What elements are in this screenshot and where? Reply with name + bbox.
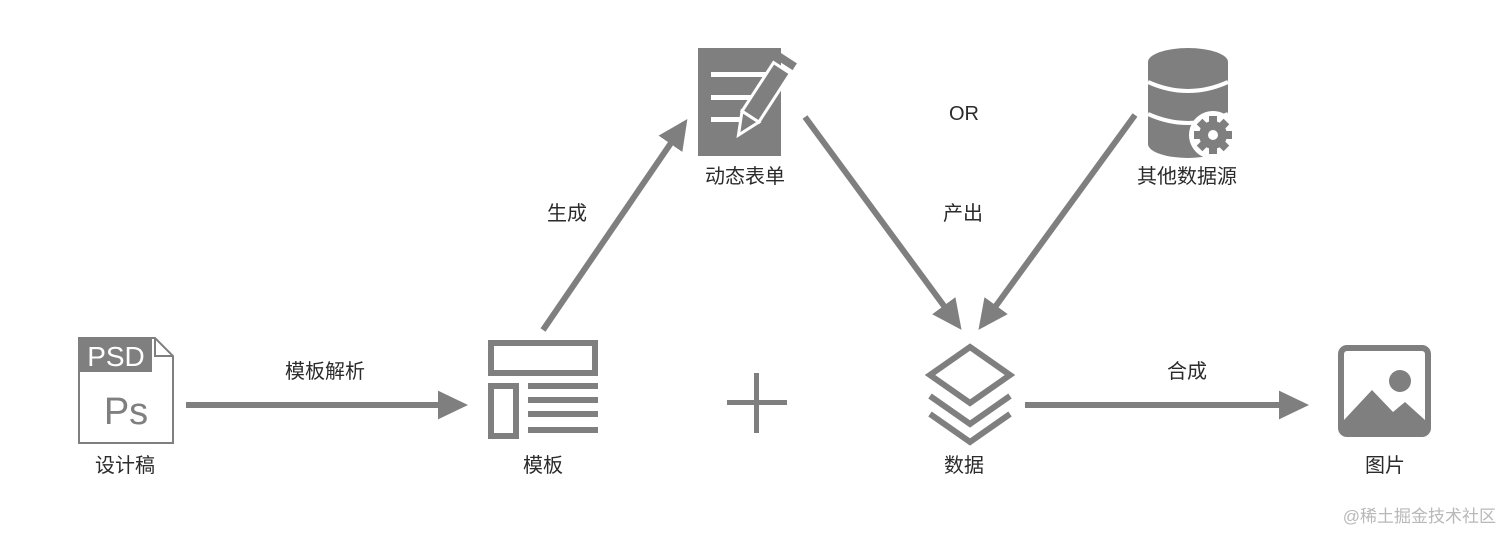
node-label-template: 模板 — [523, 454, 563, 477]
edge-label-generate: 生成 — [547, 202, 587, 225]
database-gear-icon — [1147, 48, 1237, 159]
plus-icon — [727, 373, 787, 433]
arrow-generate — [540, 119, 688, 332]
image-icon — [1338, 345, 1431, 437]
edge-label-produce: 产出 — [943, 202, 983, 225]
node-label-form: 动态表单 — [705, 165, 785, 188]
arrow-other-sources — [978, 113, 1138, 330]
template-layout-icon — [488, 340, 598, 439]
node-label-image: 图片 — [1365, 454, 1405, 477]
edge-label-compose: 合成 — [1167, 360, 1207, 383]
arrow-produce — [802, 115, 962, 330]
node-label-design: 设计稿 — [95, 454, 155, 477]
layers-data-icon — [924, 343, 1016, 446]
form-edit-icon — [698, 48, 797, 156]
watermark: @稀土掘金技术社区 — [1343, 507, 1496, 526]
edge-label-parse: 模板解析 — [285, 360, 365, 383]
psd-file-icon: PSD Ps — [78, 337, 174, 444]
node-label-data: 数据 — [944, 454, 984, 477]
ps-text: Ps — [104, 391, 148, 433]
edge-label-or: OR — [949, 103, 979, 125]
psd-band-text: PSD — [87, 341, 145, 372]
node-label-other-sources: 其他数据源 — [1137, 165, 1237, 188]
